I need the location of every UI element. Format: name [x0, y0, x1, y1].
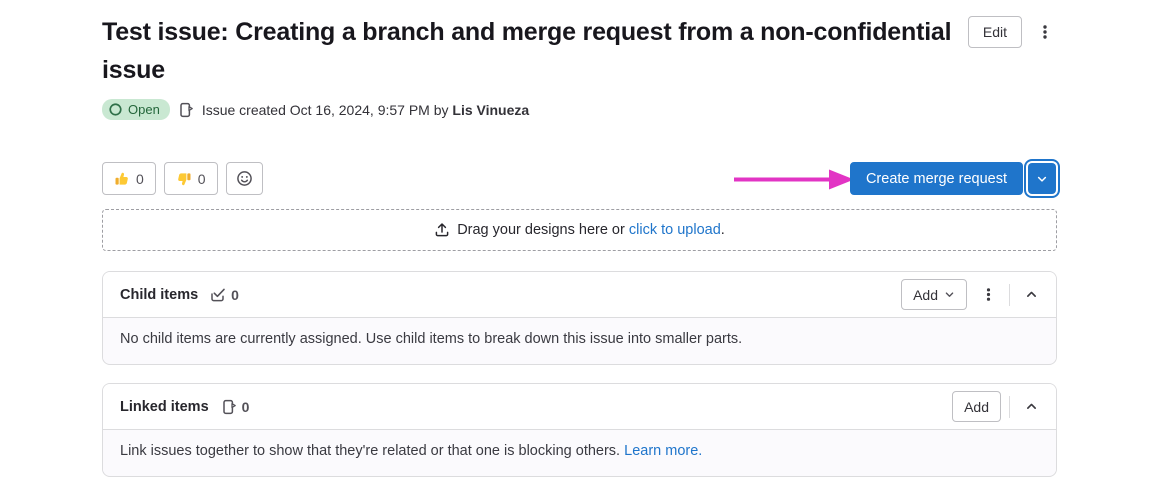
thumbs-down-button[interactable]: 0: [163, 162, 218, 195]
divider: [1009, 283, 1010, 306]
more-actions-button[interactable]: [1032, 19, 1058, 45]
linked-items-title: Linked items: [120, 398, 209, 415]
chevron-down-icon: [944, 289, 955, 300]
click-to-upload-link[interactable]: click to upload: [628, 222, 721, 238]
edit-button[interactable]: Edit: [967, 16, 1022, 48]
add-button-label: Add: [913, 286, 938, 303]
smiley-icon: [236, 170, 253, 187]
linked-items-empty-text: Link issues together to show that they'r…: [120, 443, 621, 459]
dropzone-period: .: [720, 222, 725, 238]
kebab-vertical-icon: [1037, 24, 1053, 40]
upload-icon: [434, 222, 450, 238]
linked-items-count-value: 0: [241, 398, 250, 415]
linked-items-actions: Add: [952, 391, 1044, 422]
open-circle-icon: [108, 102, 123, 117]
child-items-actions: Add: [901, 279, 1044, 310]
thumbs-up-button[interactable]: 0: [102, 162, 156, 195]
child-items-count-value: 0: [231, 286, 239, 303]
status-badge: Open: [102, 99, 170, 120]
thumbs-up-icon: [114, 171, 130, 187]
child-items-empty-state: No child items are currently assigned. U…: [103, 318, 1056, 360]
issue-type-icon: [221, 399, 237, 415]
child-items-card: Child items 0 Add: [102, 271, 1057, 365]
chevron-up-icon: [1025, 400, 1038, 413]
created-text: Issue created Oct 16, 2024, 9:57 PM by: [201, 101, 449, 118]
designs-dropzone[interactable]: Drag your designs here or click to uploa…: [102, 209, 1057, 251]
linked-items-empty-state: Link issues together to show that they'r…: [103, 430, 1056, 472]
add-emoji-button[interactable]: [225, 162, 263, 195]
linked-items-header: Linked items 0 Add: [103, 384, 1056, 430]
child-items-title: Child items: [120, 286, 199, 303]
issue-created-text: Issue created Oct 16, 2024, 9:57 PM by L…: [202, 102, 529, 118]
linked-items-collapse-button[interactable]: [1018, 394, 1044, 420]
kebab-vertical-icon: [981, 287, 996, 302]
child-items-more-button[interactable]: [975, 282, 1001, 308]
thumbs-down-count: 0: [197, 170, 206, 187]
child-items-collapse-button[interactable]: [1018, 282, 1044, 308]
divider: [1009, 395, 1010, 418]
child-items-icon: [210, 287, 226, 303]
linked-items-add-button[interactable]: Add: [952, 391, 1001, 422]
thumbs-down-icon: [176, 171, 192, 187]
issue-type-icon: [178, 102, 194, 118]
linked-items-count: 0: [221, 398, 250, 415]
create-mr-split-button: Create merge request: [849, 162, 1058, 195]
drag-text: Drag your designs here or: [457, 222, 625, 238]
child-items-add-button[interactable]: Add: [901, 279, 967, 310]
create-mr-dropdown-toggle[interactable]: [1028, 163, 1056, 194]
award-emoji-row: 0 0: [102, 162, 263, 195]
title-actions: Edit: [967, 16, 1058, 48]
thumbs-up-count: 0: [136, 170, 144, 187]
create-merge-request-button[interactable]: Create merge request: [849, 162, 1023, 195]
child-items-count: 0: [210, 287, 239, 303]
page-title: Test issue: Creating a branch and merge …: [102, 18, 952, 84]
dropzone-text: Drag your designs here or click to uploa…: [457, 222, 725, 238]
linked-items-card: Linked items 0 Add Link issues together …: [102, 383, 1057, 477]
status-badge-label: Open: [128, 102, 160, 117]
learn-more-link[interactable]: Learn more.: [624, 443, 703, 459]
annotation-arrow: [734, 169, 854, 190]
chevron-down-icon: [1036, 173, 1048, 185]
chevron-up-icon: [1025, 288, 1038, 301]
author-name: Lis Vinueza: [452, 101, 530, 118]
issue-meta: Open Issue created Oct 16, 2024, 9:57 PM…: [102, 99, 529, 120]
child-items-header: Child items 0 Add: [103, 272, 1056, 318]
